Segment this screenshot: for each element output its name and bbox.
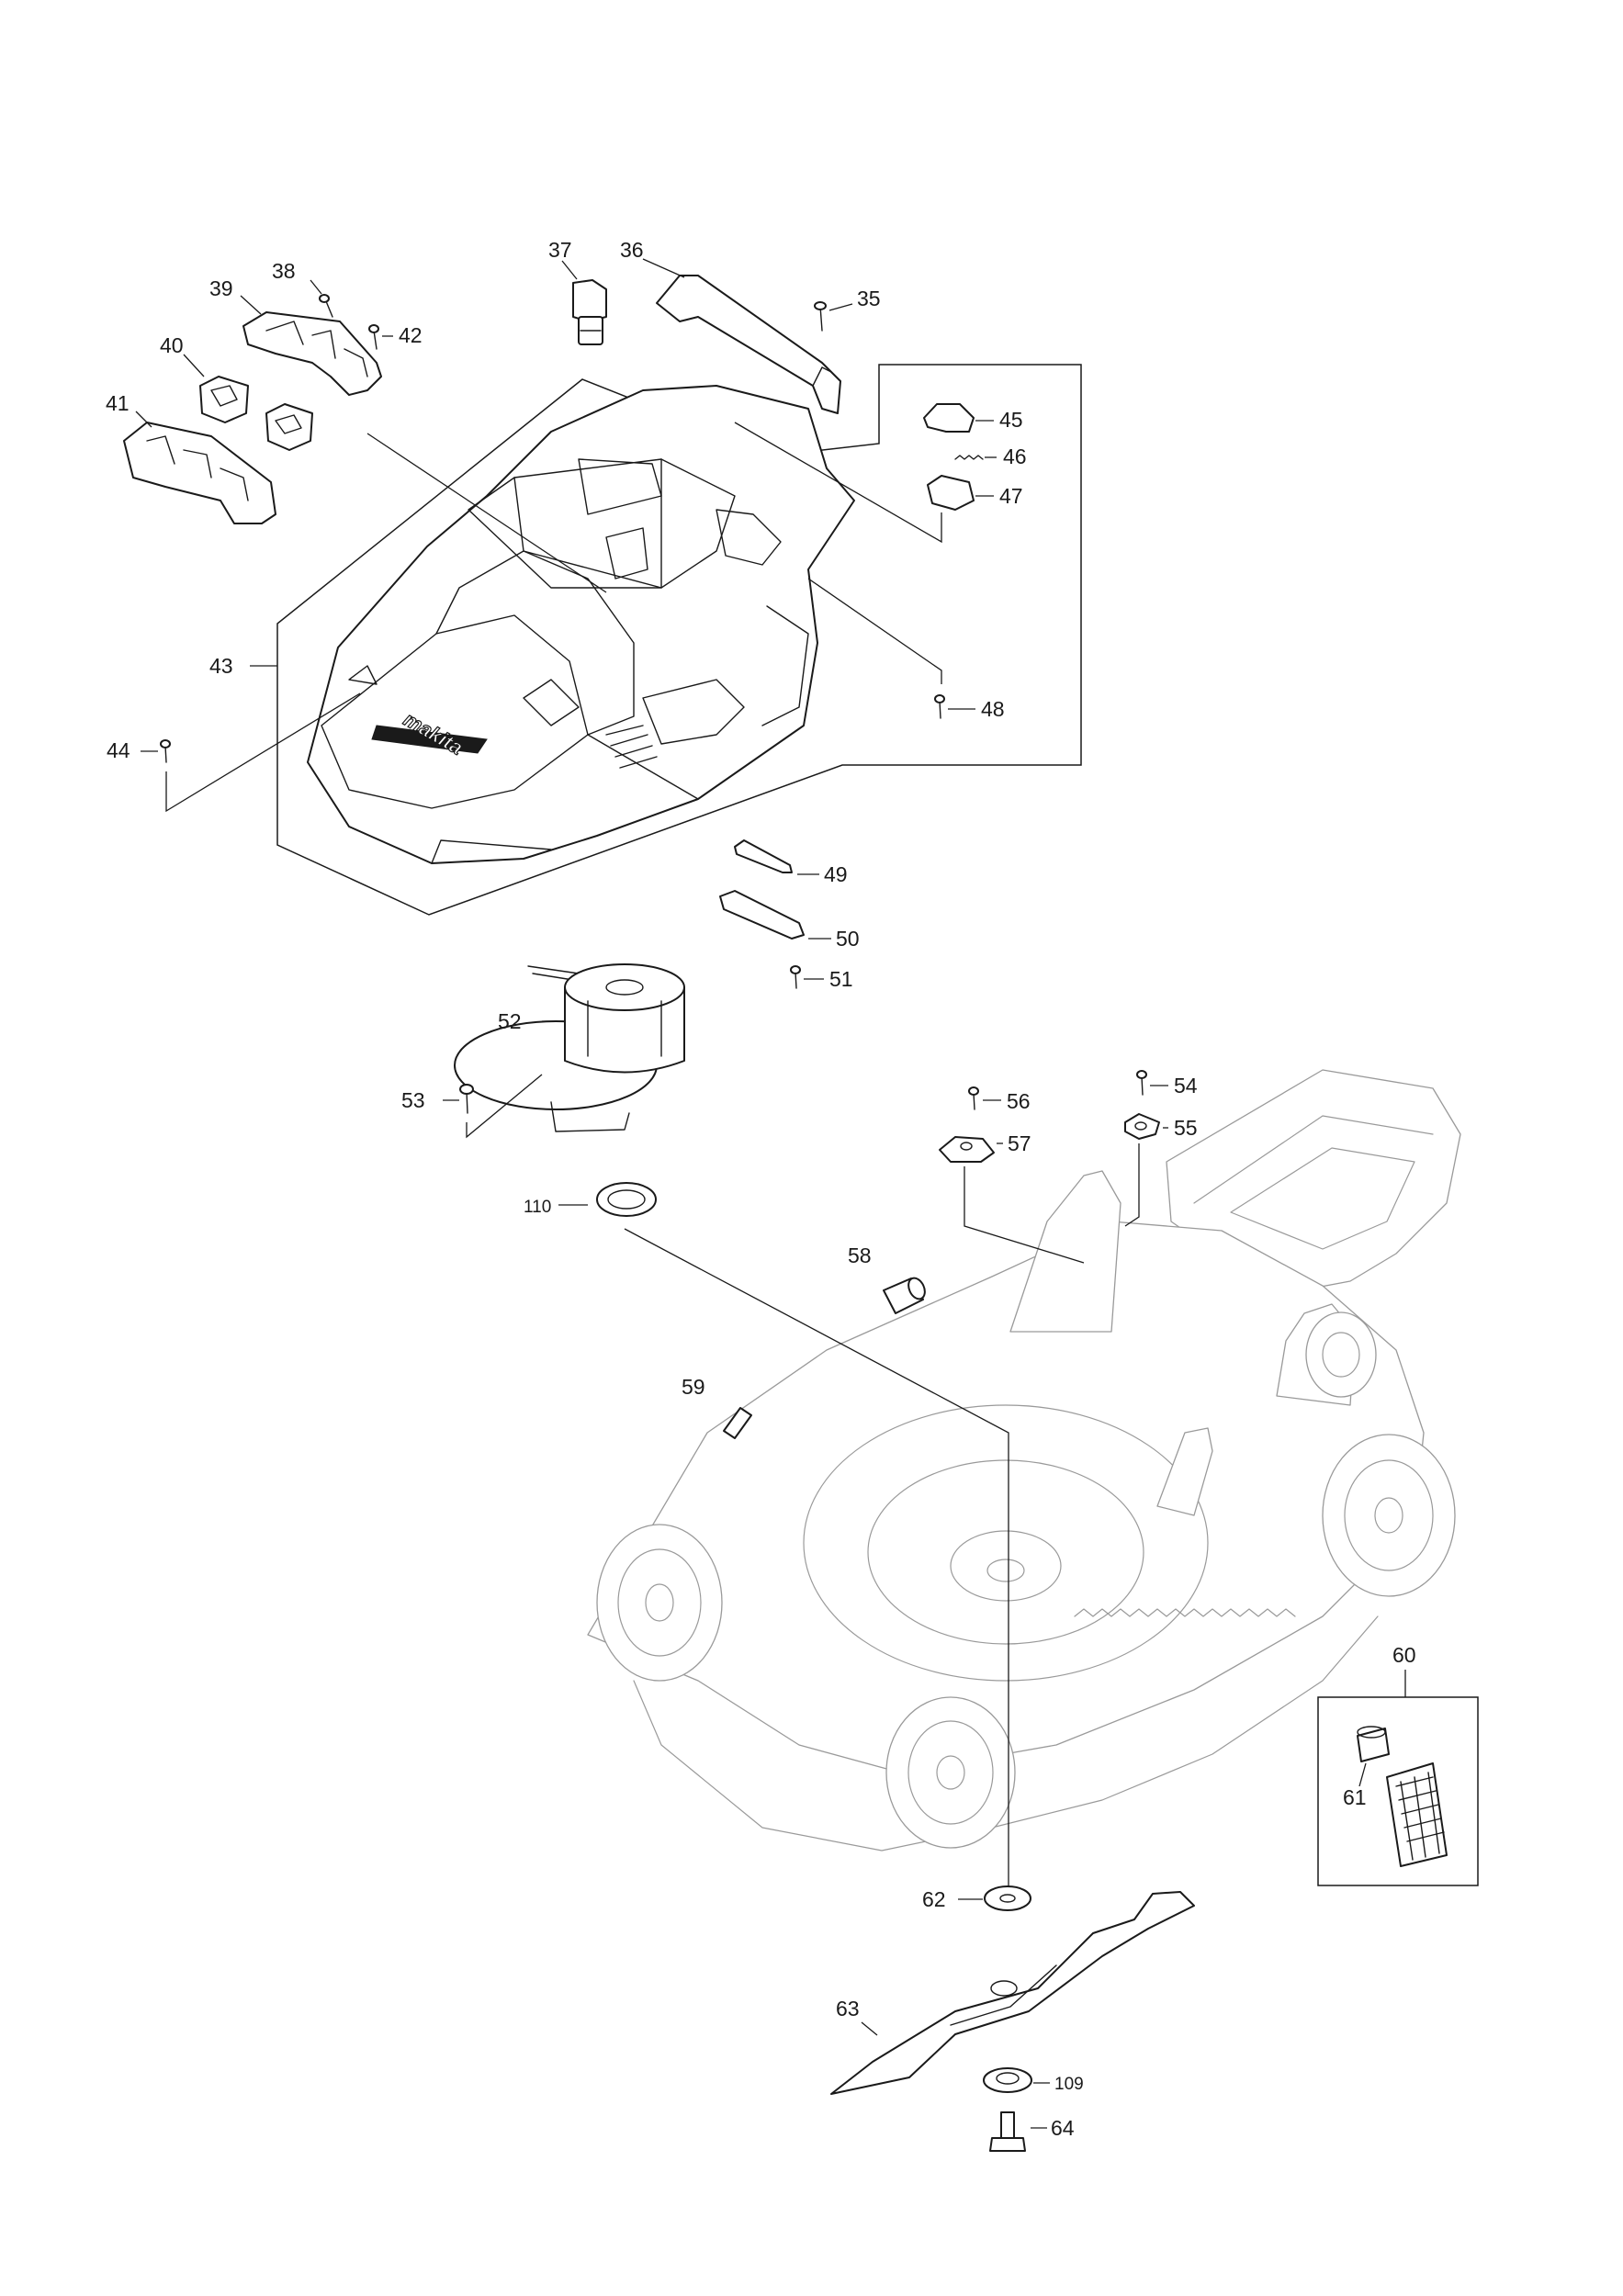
callout-53: 53 — [401, 1088, 425, 1112]
wheel-front-right — [885, 1696, 1016, 1849]
part-57-switch: 57 — [939, 1131, 1085, 1264]
callout-36: 36 — [620, 238, 644, 262]
part-60-kit: 60 61 — [1317, 1643, 1479, 1886]
callout-40: 40 — [160, 333, 184, 357]
callout-59: 59 — [682, 1375, 705, 1399]
part-35-screw: 35 — [814, 287, 881, 332]
part-58-bushing: 58 — [848, 1244, 926, 1314]
callout-49: 49 — [824, 862, 848, 886]
part-41-battery-terminal: 41 — [106, 391, 276, 524]
callout-54: 54 — [1174, 1074, 1198, 1097]
callout-60: 60 — [1392, 1643, 1416, 1667]
callout-64: 64 — [1051, 2116, 1075, 2140]
part-52-motor: 52 — [454, 963, 685, 1132]
part-61-bushing: 61 — [1343, 1726, 1390, 1809]
callout-62: 62 — [922, 1887, 946, 1911]
mower-deck-assembly — [587, 1069, 1461, 1851]
part-45-lock-lever: 45 — [923, 403, 1023, 433]
part-54-screw: 54 — [1136, 1070, 1198, 1097]
part-110-ring: 110 — [524, 1182, 1009, 1566]
callout-63: 63 — [836, 1997, 860, 2020]
part-109-washer: 109 — [983, 2067, 1084, 2094]
part-62-washer: 62 — [922, 1885, 1031, 1911]
callout-55: 55 — [1174, 1116, 1198, 1140]
part-59-pin: 59 — [682, 1375, 752, 1439]
callout-43: 43 — [209, 654, 233, 678]
callout-50: 50 — [836, 927, 860, 951]
part-51-screw: 51 — [790, 965, 853, 991]
part-60-filter — [1386, 1762, 1448, 1867]
housing-cover: makita — [307, 385, 855, 864]
callout-45: 45 — [999, 408, 1023, 432]
part-55-nut: 55 — [1124, 1113, 1198, 1227]
callout-47: 47 — [999, 484, 1023, 508]
callout-109: 109 — [1054, 2075, 1084, 2094]
part-47-latch: 47 — [734, 422, 1023, 544]
part-36-carry-handle: 36 — [620, 238, 841, 414]
callout-61: 61 — [1343, 1785, 1367, 1809]
callout-39: 39 — [209, 276, 233, 300]
part-43-housing-callout: 43 — [209, 433, 607, 678]
part-38-screw: 38 — [272, 259, 333, 318]
callout-51: 51 — [829, 967, 853, 991]
part-40-terminal-block: 40 — [160, 333, 313, 451]
callout-57: 57 — [1008, 1131, 1031, 1155]
part-53-screw: 53 — [401, 1074, 543, 1139]
part-44-screw: 44 — [107, 692, 361, 813]
part-39-terminal-holder: 39 — [209, 276, 382, 396]
callout-35: 35 — [857, 287, 881, 310]
callout-42: 42 — [399, 323, 423, 347]
callout-110: 110 — [524, 1198, 551, 1217]
callout-48: 48 — [981, 697, 1005, 721]
callout-41: 41 — [106, 391, 130, 415]
callout-56: 56 — [1007, 1089, 1031, 1113]
part-49-shaft: 49 — [734, 839, 848, 886]
part-63-blade: 63 — [830, 1891, 1195, 2095]
cover-group-frame — [276, 364, 1082, 916]
callout-52: 52 — [498, 1009, 522, 1033]
callout-37: 37 — [548, 238, 572, 262]
part-42-screw: 42 — [368, 323, 423, 350]
part-46-spring: 46 — [954, 445, 1027, 468]
callout-58: 58 — [848, 1244, 872, 1267]
wheel-rear-right — [1322, 1434, 1456, 1597]
callout-38: 38 — [272, 259, 296, 283]
part-64-bolt: 64 — [989, 2111, 1075, 2152]
part-48-screw: 48 — [807, 578, 1005, 721]
callout-46: 46 — [1003, 445, 1027, 468]
wheel-front-left — [596, 1524, 723, 1682]
part-56-screw: 56 — [968, 1086, 1031, 1113]
wheel-rear-left — [1305, 1311, 1377, 1398]
part-37-safety-key: 37 — [548, 238, 607, 345]
part-50-lever: 50 — [719, 890, 860, 951]
callout-44: 44 — [107, 738, 130, 762]
